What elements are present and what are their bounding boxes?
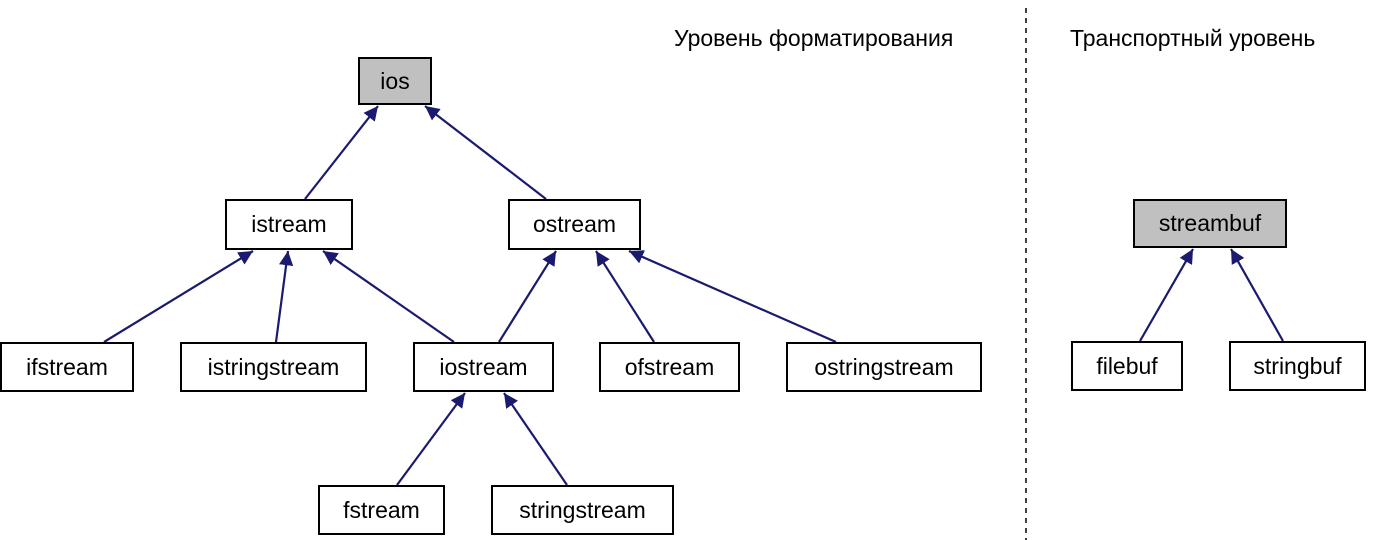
edge-ofstream-to-ostream xyxy=(595,250,655,343)
edge-stringstream-to-iostream xyxy=(503,392,568,486)
node-ostream: ostream xyxy=(508,199,641,250)
node-ostringstream: ostringstream xyxy=(786,342,982,392)
edge-ostream-to-ios xyxy=(424,105,547,200)
node-stringbuf: stringbuf xyxy=(1229,341,1366,391)
node-iostream: iostream xyxy=(413,342,554,392)
node-ifstream: ifstream xyxy=(0,342,134,392)
edge-filebuf-to-streambuf xyxy=(1139,248,1194,342)
formatting-layer-title: Уровень форматирования xyxy=(674,25,954,51)
node-fstream: fstream xyxy=(318,485,445,535)
node-ios: ios xyxy=(358,57,432,105)
edge-iostream-to-istream xyxy=(322,250,455,343)
edge-stringbuf-to-streambuf xyxy=(1230,248,1284,342)
node-istringstream: istringstream xyxy=(180,342,367,392)
node-streambuf: streambuf xyxy=(1133,199,1287,248)
edge-ostringstream-to-ostream xyxy=(628,249,837,344)
edge-ifstream-to-istream xyxy=(103,250,254,343)
node-filebuf: filebuf xyxy=(1071,341,1183,391)
edge-fstream-to-iostream xyxy=(396,392,466,486)
node-ofstream: ofstream xyxy=(599,342,740,392)
node-istream: istream xyxy=(225,199,353,250)
edges-group xyxy=(103,105,1284,486)
edge-istream-to-ios xyxy=(304,105,379,200)
transport-layer-title: Транспортный уровень xyxy=(1070,25,1316,51)
node-stringstream: stringstream xyxy=(491,485,674,535)
edge-iostream-to-ostream xyxy=(498,250,557,343)
edge-istringstream-to-istream xyxy=(274,250,294,343)
